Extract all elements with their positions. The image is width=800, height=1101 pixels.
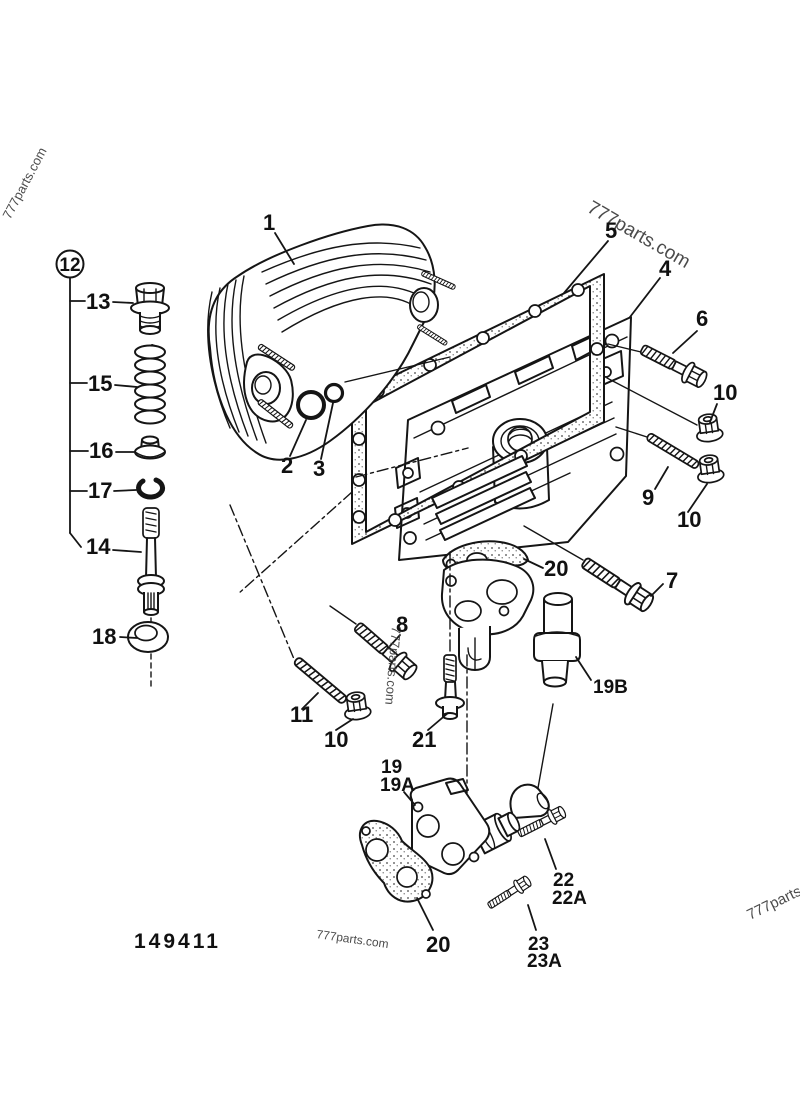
- callout-15: 15: [88, 371, 112, 396]
- callout-10-lower: 10: [324, 727, 348, 752]
- callout-21: 21: [412, 727, 436, 752]
- part-o-ring-2: [296, 390, 326, 420]
- part-spring-15: [134, 344, 166, 425]
- part-stud-14: [137, 507, 165, 689]
- callout-12: 12: [59, 255, 80, 276]
- callout-10-middle: 10: [677, 507, 701, 532]
- callout-19: 19: [381, 757, 402, 778]
- callout-5: 5: [605, 218, 617, 243]
- callout-6: 6: [696, 306, 708, 331]
- callout-13: 13: [86, 289, 110, 314]
- callout-10-upper: 10: [713, 380, 737, 405]
- callout-11: 11: [290, 702, 313, 727]
- watermark-middle-vertical: 777parts.com: [382, 626, 404, 706]
- part-oil-cooler-1: [207, 223, 457, 461]
- callout-18: 18: [92, 624, 116, 649]
- callout-9: 9: [642, 485, 654, 510]
- drawing-number: 149411: [134, 930, 221, 953]
- callout-22: 22: [553, 870, 574, 891]
- part-o-ring-3: [323, 382, 345, 404]
- callout-labels: 1 12 13 15 16 17 14 18 2 3 5 4 6 10 9 10…: [59, 210, 737, 972]
- callout-1: 1: [263, 210, 275, 235]
- callout-22a: 22A: [552, 888, 587, 909]
- plate-rib-block: [431, 455, 536, 541]
- callout-2: 2: [281, 453, 293, 478]
- callout-14: 14: [86, 534, 111, 559]
- part-snap-ring-17: [136, 477, 165, 500]
- part-bolt-21: [435, 654, 465, 720]
- bracket-group-12: [55, 249, 142, 639]
- part-adapter-19: [440, 558, 535, 671]
- callout-17: 17: [88, 478, 112, 503]
- part-plug-13: [130, 282, 170, 335]
- callout-20-upper: 20: [544, 556, 568, 581]
- leader-lines: [274, 232, 718, 931]
- callout-8: 8: [396, 612, 408, 637]
- callout-19b: 19B: [593, 677, 628, 698]
- callout-19a: 19A: [380, 775, 415, 796]
- part-washer-18: [127, 621, 169, 653]
- centerlines: [229, 343, 698, 794]
- part-bypass-valve-19b: [533, 592, 581, 688]
- callout-23: 23: [528, 934, 549, 955]
- callout-4: 4: [659, 256, 672, 281]
- part-retainer-16: [134, 435, 166, 460]
- callout-16: 16: [89, 438, 113, 463]
- callout-3: 3: [313, 456, 325, 481]
- part-gasket-20-lower: [358, 819, 434, 903]
- callout-23a: 23A: [527, 951, 562, 972]
- callout-20-lower: 20: [426, 932, 450, 957]
- callout-7: 7: [666, 568, 678, 593]
